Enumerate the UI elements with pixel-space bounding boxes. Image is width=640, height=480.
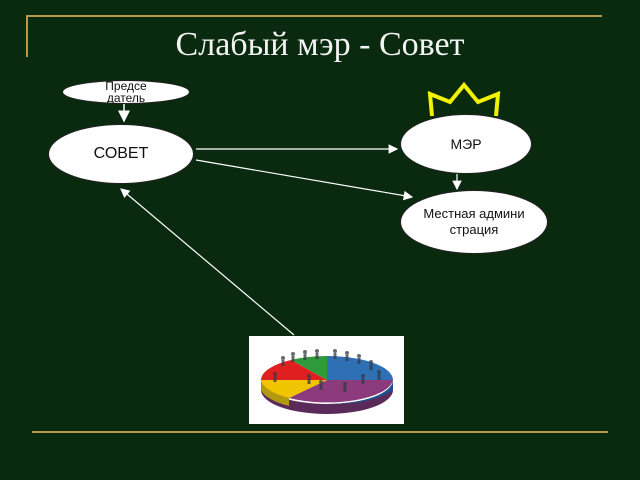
crown-icon xyxy=(427,82,501,117)
arrow-council-to-admin xyxy=(195,159,414,201)
arrow-population-to-council xyxy=(120,188,295,336)
node-chairman: Председатель xyxy=(62,80,190,104)
node-mayor: МЭР xyxy=(400,114,532,174)
population-pie-chart-image xyxy=(249,336,404,424)
node-council: СОВЕТ xyxy=(48,124,194,184)
node-local-administration: Местная администрация xyxy=(400,190,548,254)
top-rule xyxy=(26,15,602,17)
bottom-rule xyxy=(32,431,608,433)
left-rule xyxy=(26,15,28,57)
slide-title: Слабый мэр - Совет xyxy=(175,26,465,63)
